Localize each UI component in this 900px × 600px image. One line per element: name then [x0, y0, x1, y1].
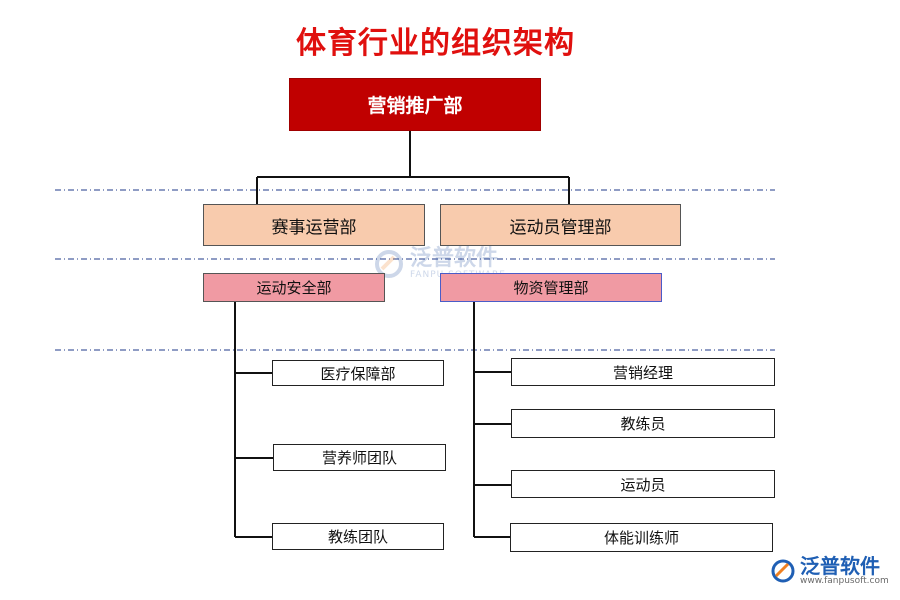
separator-lines	[55, 189, 775, 351]
org-node-nutrition-team: 营养师团队	[273, 444, 446, 471]
org-node-marketing-manager: 营销经理	[511, 358, 775, 386]
fanpu-logo-icon	[771, 559, 795, 583]
org-node-materials-management: 物资管理部	[440, 273, 662, 302]
org-node-sports-safety: 运动安全部	[203, 273, 385, 302]
watermark-name: 泛普软件	[410, 246, 499, 271]
org-node-coach: 教练员	[511, 409, 775, 438]
logo-url: www.fanpusoft.com	[800, 576, 889, 586]
org-node-coach-team: 教练团队	[272, 523, 444, 550]
fanpu-watermark-icon	[375, 250, 403, 278]
org-node-medical-support: 医疗保障部	[272, 360, 444, 386]
brand-logo: 泛普软件 www.fanpusoft.com	[770, 556, 889, 586]
page-title: 体育行业的组织架构	[296, 26, 575, 61]
org-node-athlete: 运动员	[511, 470, 775, 498]
logo-name: 泛普软件	[800, 554, 880, 578]
org-node-fitness-trainer: 体能训练师	[510, 523, 773, 552]
org-node-event-operations: 赛事运营部	[203, 204, 425, 246]
org-node-athlete-management: 运动员管理部	[440, 204, 681, 246]
org-node-top: 营销推广部	[289, 78, 541, 131]
